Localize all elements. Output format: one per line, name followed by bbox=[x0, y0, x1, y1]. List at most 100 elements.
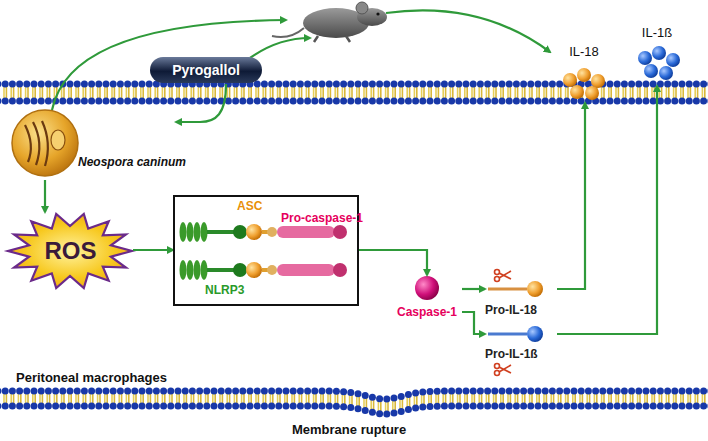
membrane-part bbox=[139, 403, 146, 410]
membrane-part bbox=[81, 98, 88, 105]
membrane-part bbox=[124, 98, 131, 105]
arrow-connector bbox=[44, 180, 46, 212]
illustration-part bbox=[277, 226, 335, 238]
illustration-part bbox=[527, 326, 543, 342]
membrane-part bbox=[297, 98, 304, 105]
membrane-part bbox=[376, 410, 383, 417]
membrane-part bbox=[290, 81, 297, 88]
membrane-part bbox=[31, 81, 38, 88]
membrane-part bbox=[650, 81, 657, 88]
membrane-part bbox=[203, 98, 210, 105]
membrane-part bbox=[578, 388, 585, 395]
membrane-part bbox=[131, 81, 138, 88]
membrane-part bbox=[707, 388, 708, 395]
membrane-part bbox=[59, 98, 66, 105]
membrane-part bbox=[117, 388, 124, 395]
illustration-part bbox=[527, 281, 543, 297]
membrane-part bbox=[139, 81, 146, 88]
membrane-part bbox=[261, 388, 268, 395]
membrane-part bbox=[290, 98, 297, 105]
membrane-part bbox=[686, 81, 693, 88]
illustration-part bbox=[376, 12, 379, 15]
il1b-label: IL-1ß bbox=[626, 26, 688, 86]
membrane-part bbox=[369, 81, 376, 88]
illustration-part bbox=[180, 260, 187, 280]
membrane-part bbox=[693, 81, 700, 88]
membrane-part bbox=[196, 98, 203, 105]
membrane-part bbox=[211, 98, 218, 105]
membrane-part bbox=[383, 395, 390, 402]
membrane-part bbox=[146, 403, 153, 410]
membrane-part bbox=[513, 388, 520, 395]
membrane-part bbox=[95, 98, 102, 105]
membrane-part bbox=[470, 81, 477, 88]
membrane-part bbox=[549, 388, 556, 395]
membrane-part bbox=[383, 410, 390, 417]
membrane-part bbox=[535, 388, 542, 395]
membrane-part bbox=[38, 81, 45, 88]
membrane-part bbox=[398, 98, 405, 105]
illustration-part bbox=[201, 222, 208, 242]
membrane-part bbox=[67, 81, 74, 88]
membrane-part bbox=[38, 403, 45, 410]
membrane-part bbox=[650, 403, 657, 410]
membrane-part bbox=[275, 403, 282, 410]
membrane-part bbox=[81, 81, 88, 88]
membrane-part bbox=[693, 403, 700, 410]
rat-figure bbox=[272, 2, 387, 42]
membrane-part bbox=[506, 81, 513, 88]
illustration-part bbox=[51, 130, 65, 150]
membrane-part bbox=[484, 98, 491, 105]
membrane-part bbox=[707, 98, 708, 105]
membrane-part bbox=[671, 98, 678, 105]
membrane-part bbox=[520, 388, 527, 395]
membrane-part bbox=[477, 81, 484, 88]
illustration-part bbox=[585, 86, 599, 100]
membrane-part bbox=[218, 388, 225, 395]
inflammasome-complex bbox=[180, 222, 348, 280]
illustration-part bbox=[488, 288, 527, 291]
membrane-part bbox=[470, 98, 477, 105]
illustration-part bbox=[246, 262, 262, 278]
membrane-part bbox=[160, 388, 167, 395]
membrane-part bbox=[571, 403, 578, 410]
membrane-part bbox=[448, 81, 455, 88]
membrane-part bbox=[686, 403, 693, 410]
membrane-part bbox=[175, 403, 182, 410]
membrane-part bbox=[621, 388, 628, 395]
illustration-part bbox=[638, 51, 652, 65]
membrane-part bbox=[556, 388, 563, 395]
illustration-part bbox=[194, 222, 201, 242]
membrane-part bbox=[463, 403, 470, 410]
illustration-part bbox=[666, 53, 680, 67]
membrane-part bbox=[412, 98, 419, 105]
membrane-part bbox=[520, 403, 527, 410]
membrane-part bbox=[362, 81, 369, 88]
membrane-part bbox=[398, 408, 405, 415]
membrane-part bbox=[369, 98, 376, 105]
illustration-part bbox=[314, 36, 350, 42]
membrane-part bbox=[657, 388, 664, 395]
membrane-part bbox=[535, 98, 542, 105]
membrane-part bbox=[643, 388, 650, 395]
membrane-part bbox=[225, 403, 232, 410]
membrane-part bbox=[52, 388, 59, 395]
membrane-part bbox=[693, 388, 700, 395]
membrane bbox=[0, 81, 708, 418]
membrane-part bbox=[491, 403, 498, 410]
membrane-part bbox=[74, 81, 81, 88]
membrane-part bbox=[160, 403, 167, 410]
membrane-part bbox=[247, 403, 254, 410]
membrane-part bbox=[700, 403, 707, 410]
membrane-part bbox=[599, 388, 606, 395]
membrane-part bbox=[103, 388, 110, 395]
membrane-part bbox=[283, 81, 290, 88]
membrane-part bbox=[189, 98, 196, 105]
membrane-part bbox=[441, 98, 448, 105]
membrane-part bbox=[355, 98, 362, 105]
membrane-part bbox=[131, 403, 138, 410]
membrane-part bbox=[45, 403, 52, 410]
membrane-part bbox=[304, 388, 311, 395]
membrane-part bbox=[599, 98, 606, 105]
membrane-part bbox=[520, 98, 527, 105]
